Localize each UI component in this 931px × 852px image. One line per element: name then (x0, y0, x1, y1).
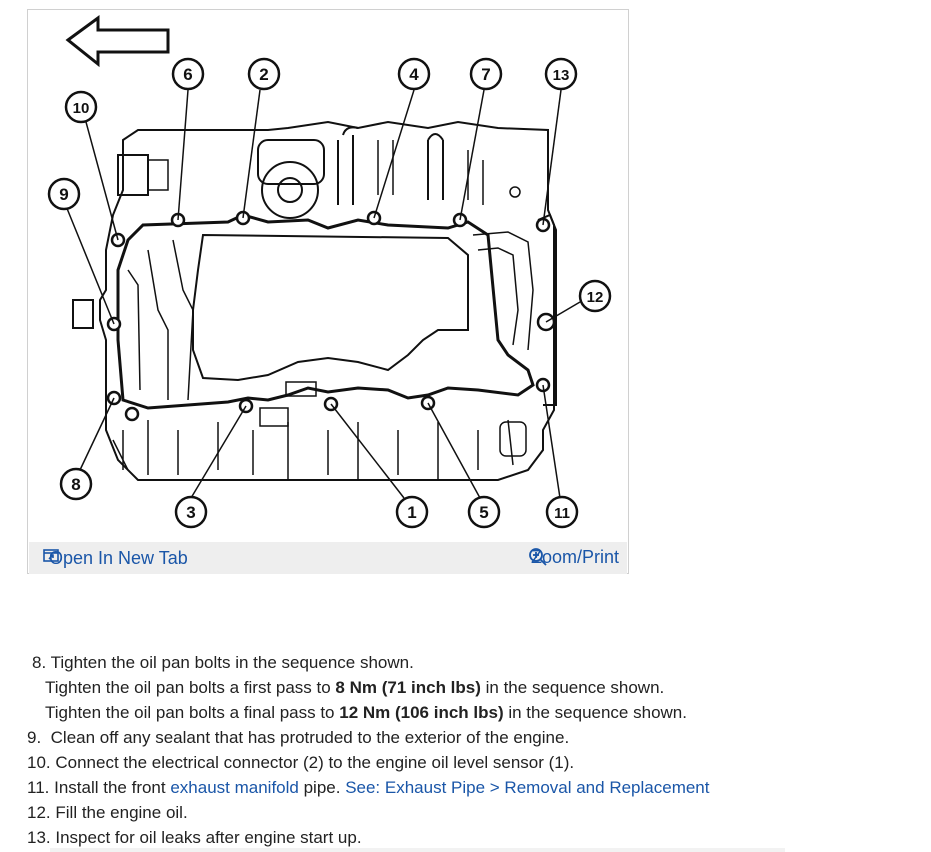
step-11-text-mid: pipe. (298, 778, 346, 797)
bolt-markers (106, 210, 556, 422)
step-12: 12. Fill the engine oil. (27, 800, 907, 825)
callout-2-text: 2 (259, 65, 268, 84)
left-arrow-icon (65, 15, 170, 68)
callout-2: 2 (247, 57, 281, 91)
callout-10: 10 (64, 90, 98, 124)
callout-3: 3 (174, 495, 208, 529)
zoom-print-label: Zoom/Print (530, 547, 619, 567)
callout-8-text: 8 (71, 475, 80, 494)
callout-12-text: 12 (587, 289, 604, 306)
step-13: 13. Inspect for oil leaks after engine s… (27, 825, 907, 850)
step-9-text: Clean off any sealant that has protruded… (50, 728, 570, 747)
callout-11: 11 (545, 495, 579, 529)
callout-11-text: 11 (554, 505, 570, 522)
callout-6-text: 6 (183, 65, 192, 84)
step-11-number: 11. (27, 778, 50, 797)
zoom-print-link[interactable]: Zoom/Print (528, 547, 619, 568)
callout-1: 1 (395, 495, 429, 529)
step-13-text: Inspect for oil leaks after engine start… (55, 828, 362, 847)
step-9-number: 9. (27, 728, 42, 747)
step-8-first-pass: Tighten the oil pan bolts a first pass t… (27, 675, 907, 700)
step-8a-text-end: in the sequence shown. (480, 678, 665, 697)
oil-pan-bolt-diagram: 6 2 4 7 13 10 9 12 8 3 1 5 11 (47, 15, 612, 529)
callout-13: 13 (544, 57, 578, 91)
callout-13-text: 13 (553, 67, 570, 84)
callout-4: 4 (397, 57, 431, 91)
step-11-text: Install the front (54, 778, 171, 797)
figure-footer: Open In New Tab Zoom/Print (29, 542, 627, 574)
callout-6: 6 (171, 57, 205, 91)
step-11: 11. Install the front exhaust manifold p… (27, 775, 907, 800)
exhaust-pipe-removal-link[interactable]: See: Exhaust Pipe > Removal and Replacem… (345, 778, 710, 797)
step-8: 8. Tighten the oil pan bolts in the sequ… (27, 650, 907, 675)
step-8b-torque: 12 Nm (106 inch lbs) (339, 703, 504, 722)
step-8-number: 8. (32, 653, 47, 672)
open-in-new-tab-link[interactable]: Open In New Tab (43, 548, 188, 569)
diagram-figure: 6 2 4 7 13 10 9 12 8 3 1 5 11 Open In Ne (27, 9, 629, 574)
step-13-number: 13. (27, 828, 51, 847)
step-8b-text: Tighten the oil pan bolts a final pass t… (45, 703, 340, 722)
step-12-text: Fill the engine oil. (55, 803, 188, 822)
step-8-text: Tighten the oil pan bolts in the sequenc… (50, 653, 414, 672)
callout-3-text: 3 (186, 503, 195, 522)
callout-12: 12 (578, 279, 612, 313)
callout-labels: 6 2 4 7 13 10 9 12 8 3 1 5 11 (47, 57, 612, 529)
callout-5-text: 5 (479, 503, 488, 522)
callout-9-text: 9 (59, 185, 68, 204)
step-10: 10. Connect the electrical connector (2)… (27, 750, 907, 775)
step-10-text: Connect the electrical connector (2) to … (55, 753, 575, 772)
step-12-number: 12. (27, 803, 51, 822)
leader-lines (65, 89, 581, 499)
callout-10-text: 10 (73, 100, 90, 117)
callout-8: 8 (59, 467, 93, 501)
engine-block-drawing (72, 120, 557, 481)
step-8a-torque: 8 Nm (71 inch lbs) (335, 678, 481, 697)
callout-7-text: 7 (481, 65, 490, 84)
step-8b-text-end: in the sequence shown. (503, 703, 687, 722)
step-8a-text: Tighten the oil pan bolts a first pass t… (45, 678, 336, 697)
procedure-steps: 8. Tighten the oil pan bolts in the sequ… (27, 650, 907, 850)
callout-4-text: 4 (409, 65, 419, 84)
divider (50, 848, 785, 852)
callout-1-text: 1 (407, 503, 416, 522)
open-in-new-tab-label: Open In New Tab (49, 548, 188, 568)
callout-7: 7 (469, 57, 503, 91)
step-9: 9. Clean off any sealant that has protru… (27, 725, 907, 750)
callout-5: 5 (467, 495, 501, 529)
exhaust-manifold-link[interactable]: exhaust manifold (170, 778, 299, 797)
step-8-final-pass: Tighten the oil pan bolts a final pass t… (27, 700, 907, 725)
step-10-number: 10. (27, 753, 51, 772)
callout-9: 9 (47, 177, 81, 211)
